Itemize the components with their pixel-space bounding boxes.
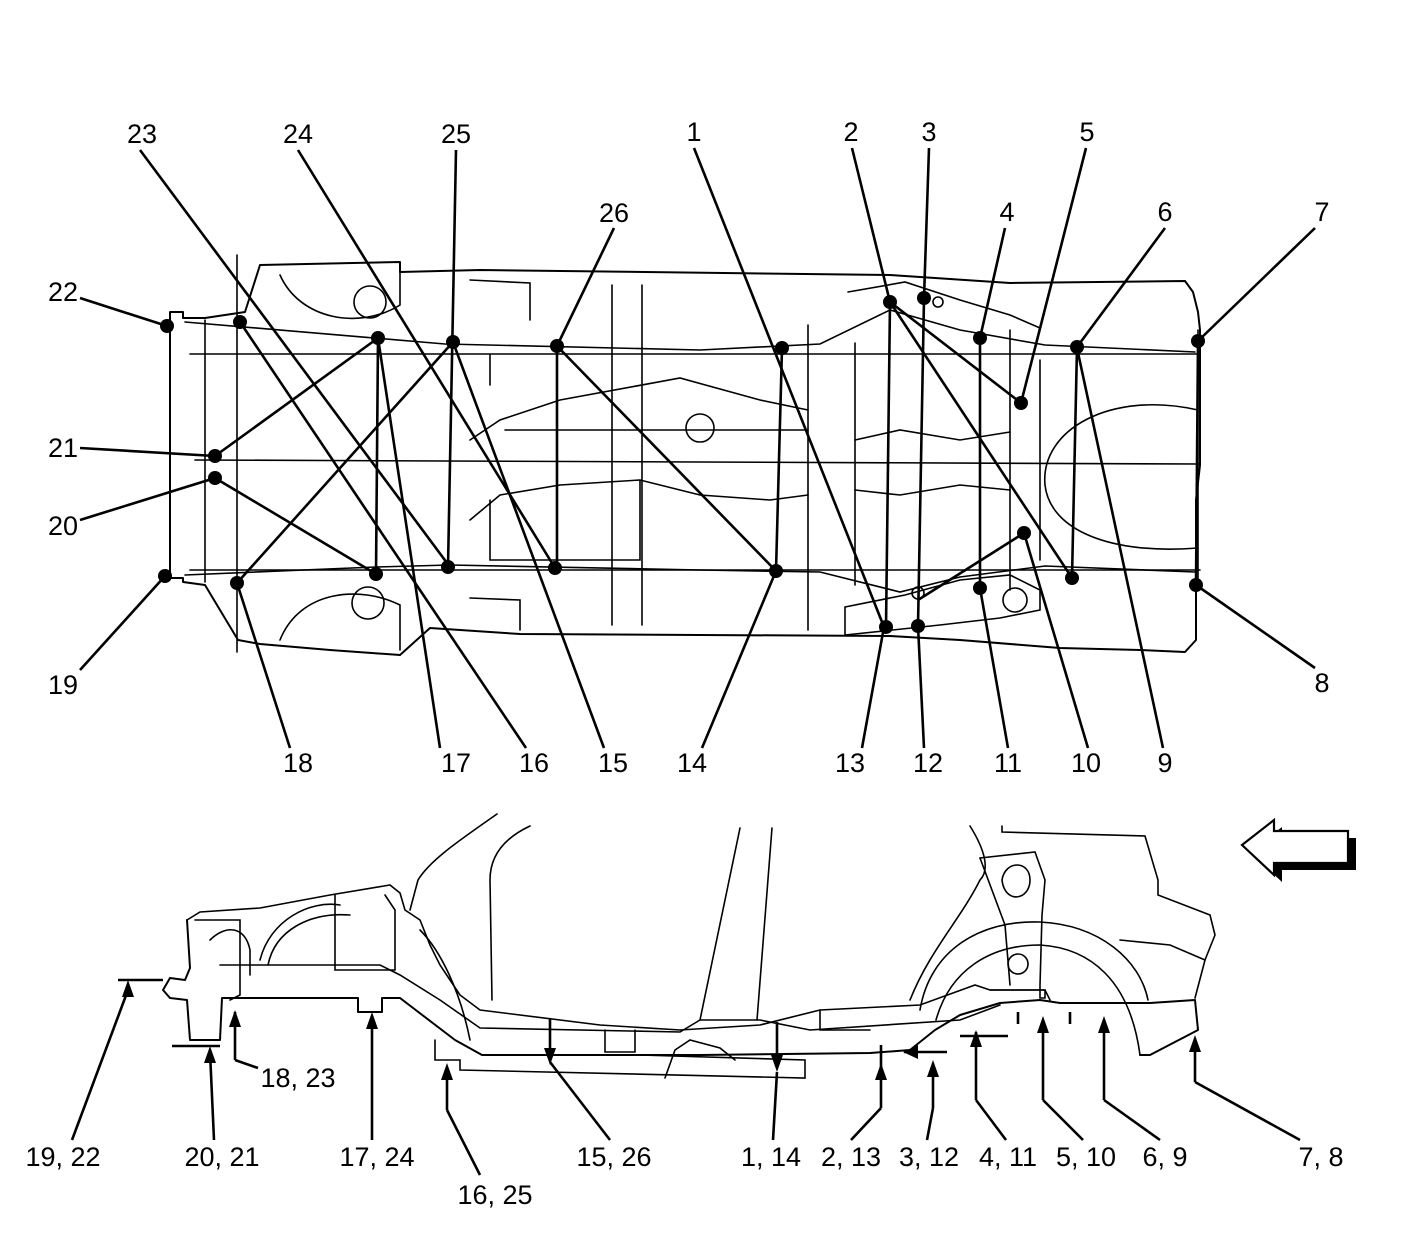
callout-8: 8 xyxy=(1314,668,1329,698)
top-view-labels: 23 24 25 26 1 2 3 4 5 6 7 22 21 20 19 8 … xyxy=(48,117,1330,778)
callout-11: 11 xyxy=(994,748,1022,778)
callout-3: 3 xyxy=(921,117,936,147)
callout-20: 20 xyxy=(48,511,78,541)
callout-14: 14 xyxy=(677,748,707,778)
side-callout-7-8: 7, 8 xyxy=(1298,1142,1343,1172)
callout-24: 24 xyxy=(283,119,313,149)
callout-18: 18 xyxy=(283,748,313,778)
side-callout-6-9: 6, 9 xyxy=(1142,1142,1187,1172)
callout-6: 6 xyxy=(1157,197,1172,227)
side-view-body xyxy=(162,813,1216,1079)
callout-4: 4 xyxy=(999,197,1014,227)
side-callout-17-24: 17, 24 xyxy=(339,1142,414,1172)
callout-15: 15 xyxy=(598,748,628,778)
side-callout-3-12: 3, 12 xyxy=(899,1142,959,1172)
side-callout-5-10: 5, 10 xyxy=(1056,1142,1116,1172)
callout-26: 26 xyxy=(599,198,629,228)
side-callout-2-13: 2, 13 xyxy=(821,1142,881,1172)
callout-17: 17 xyxy=(441,748,471,778)
top-view-underbody xyxy=(169,254,1201,656)
side-callout-16-25: 16, 25 xyxy=(457,1180,532,1210)
callout-1: 1 xyxy=(686,117,701,147)
callout-5: 5 xyxy=(1079,117,1094,147)
callout-12: 12 xyxy=(913,748,943,778)
top-view-leaders xyxy=(79,147,1316,749)
callout-16: 16 xyxy=(519,748,549,778)
side-callout-4-11: 4, 11 xyxy=(979,1142,1037,1172)
side-callout-1-14: 1, 14 xyxy=(741,1142,801,1172)
side-callout-18-23: 18, 23 xyxy=(260,1063,335,1093)
side-callout-19-22: 19, 22 xyxy=(25,1142,100,1172)
callout-23: 23 xyxy=(127,119,157,149)
callout-21: 21 xyxy=(48,433,78,463)
callout-2: 2 xyxy=(843,117,858,147)
callout-7: 7 xyxy=(1314,197,1329,227)
callout-10: 10 xyxy=(1071,748,1101,778)
side-callout-20-21: 20, 21 xyxy=(184,1142,259,1172)
callout-9: 9 xyxy=(1157,748,1172,778)
side-callout-15-26: 15, 26 xyxy=(576,1142,651,1172)
callout-19: 19 xyxy=(48,670,78,700)
callout-13: 13 xyxy=(835,748,865,778)
side-view-labels: 19, 22 20, 21 18, 23 17, 24 16, 25 15, 2… xyxy=(25,1063,1343,1210)
callout-25: 25 xyxy=(441,119,471,149)
top-view-points xyxy=(158,291,1205,634)
side-view-leaders xyxy=(70,978,1301,1176)
callout-22: 22 xyxy=(48,277,78,307)
front-direction-arrow-icon xyxy=(1240,817,1356,882)
